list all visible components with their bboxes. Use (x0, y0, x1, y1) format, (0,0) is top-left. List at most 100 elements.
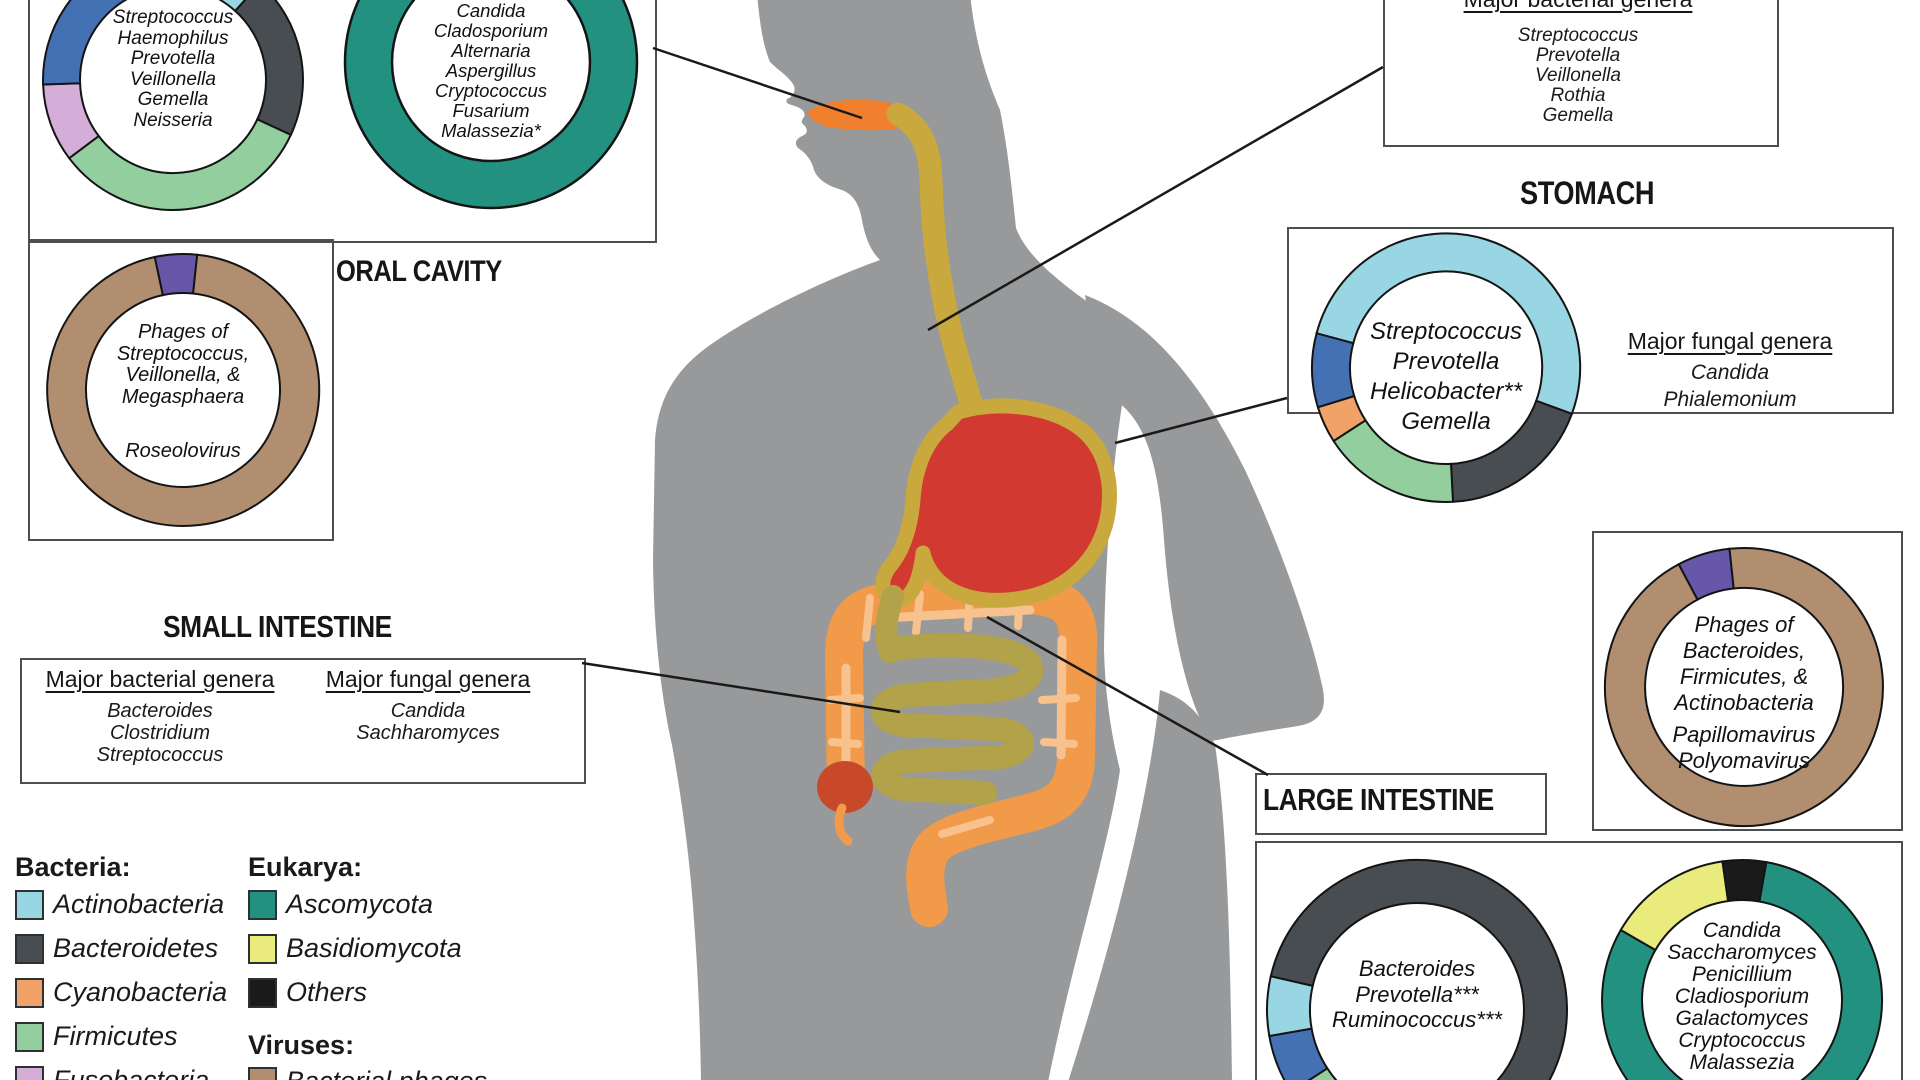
genus-line: Polyomavirus (1677, 748, 1811, 773)
genus-line: Actinobacteria (1674, 690, 1814, 715)
genus-line: Cryptococcus (434, 80, 548, 101)
oral-virus-panel-box (28, 239, 334, 541)
genus-line: Penicillium (1691, 963, 1793, 986)
large-intestine-heading: LARGE INTESTINE (1263, 782, 1494, 817)
legend-label: Actinobacteria (53, 889, 225, 919)
genus-line: Streptococcus (112, 7, 234, 28)
genus-line: Malassezia* (441, 120, 541, 141)
legend-row: Fusobacteria (15, 1065, 227, 1080)
genus-line: Cladiosporium (1674, 985, 1810, 1008)
li-fungi-donut-segment-others (1721, 859, 1768, 903)
genus-line: Prevotella*** (1355, 981, 1479, 1007)
li-fungi-donut (1601, 859, 1884, 1080)
large-intestine-connector-line (986, 615, 1269, 777)
genus-line: Prevotella (1392, 348, 1500, 375)
legend-row: Basidiomycota (248, 933, 462, 964)
genus-line: Gemella (137, 89, 209, 110)
si-bacterial-title: Major bacterial genera (45, 666, 275, 692)
large-intestine-panel-box (1255, 841, 1903, 1080)
bacterial-phages-swatch (248, 1066, 277, 1080)
li-bacteria-donut (1266, 858, 1568, 1080)
legend-label: Bacteroidetes (53, 933, 219, 963)
genus-line: Streptococcus (96, 744, 224, 766)
genus-line: Bacteroides (1358, 956, 1476, 981)
legend-row: Bacteroidetes (15, 933, 227, 964)
genus-line: Veillonella (130, 68, 216, 90)
legend-row: Bacterial phages (248, 1066, 487, 1080)
legend-label: Others (286, 977, 368, 1007)
stomach-fungal-title: Major fungal genera (1627, 328, 1833, 354)
stomach-donut (1311, 232, 1582, 503)
small-intestine-panel-box (20, 658, 586, 784)
oral-bacteria-donut (42, 0, 304, 211)
legend-label: Ascomycota (286, 889, 434, 919)
genus-line: Veillonella (1535, 65, 1621, 86)
genus-line: Gemella (1401, 408, 1491, 435)
genus-line: Sachharomyces (356, 722, 500, 744)
li-bacteria-donut-segment-actinobacteria (1266, 975, 1314, 1038)
legend-row: Actinobacteria (15, 889, 227, 920)
legend-viruses-title: Viruses: (248, 1030, 355, 1060)
genus-line: Candida (456, 0, 526, 21)
others-swatch (248, 977, 277, 1008)
legend-row: Others (248, 977, 462, 1008)
li-virus-donut-segment-bacterial_phages (1603, 547, 1884, 828)
li-virus-donut (1603, 547, 1884, 828)
legend-row: Firmicutes (15, 1021, 227, 1052)
oral-bacteria-donut-segment-proteobacteria (42, 0, 128, 86)
legend-row: Cyanobacteria (15, 977, 227, 1008)
donut-charts (42, 0, 1884, 1080)
si-fungal-title: Major fungal genera (325, 666, 531, 692)
ascomycota-swatch (248, 889, 277, 920)
genus-line: Papillomavirus (1672, 722, 1816, 747)
oral-cavity-panel-box (28, 0, 657, 243)
legend-label: Firmicutes (53, 1021, 178, 1051)
arm-shape (1085, 295, 1324, 741)
oral-connector-line (652, 46, 863, 120)
legend-label: Bacterial phages (286, 1066, 487, 1080)
li-bacteria-donut-segment-firmicutes (1307, 1066, 1338, 1080)
basidiomycota-swatch (248, 933, 277, 964)
oral-virus-text-2: Roseolovirus (73, 440, 293, 463)
genus-line: Megasphaera (121, 385, 245, 408)
stomach-donut-segment-proteobacteria (1311, 332, 1356, 409)
genus-line: Helicobacter** (1369, 378, 1523, 405)
genus-line: Bacteroides, (1682, 638, 1806, 663)
oral-bacteria-donut-segment-actinobacteria (218, 0, 247, 13)
genus-line: Candida (390, 700, 466, 722)
large-intestine-label-box (1255, 773, 1547, 835)
fusobacteria-swatch (15, 1065, 44, 1080)
esophagus-connector-line (927, 65, 1384, 332)
legend-row: Ascomycota (248, 889, 462, 920)
genus-line: Rothia (1550, 85, 1606, 106)
genus-line: Fusarium (452, 100, 530, 121)
genus-line: Aspergillus (445, 60, 537, 81)
genus-line: Phialemonium (1663, 388, 1797, 411)
legend-virus-items: Bacterial phages (248, 1066, 487, 1080)
digestive-tract (808, 99, 1117, 927)
actinobacteria-swatch (15, 889, 44, 920)
genus-line: Streptococcus, (116, 342, 250, 365)
genus-line: Neisseria (133, 109, 213, 131)
bacteroidetes-swatch (15, 933, 44, 964)
genus-line: Phages of (137, 321, 229, 343)
esophagus-bacterial-title: Major bacterial genera (1408, 0, 1748, 13)
oral-virus-donut-segment-bacterial_phages (46, 253, 321, 527)
genus-line: Clostridium (109, 722, 211, 744)
cecum-red (817, 761, 873, 813)
esophagus-panel-box (1383, 0, 1779, 147)
legend-label: Basidiomycota (286, 933, 462, 963)
far-leg-shape (1068, 690, 1232, 1080)
legend-bacteria-title: Bacteria: (15, 852, 131, 882)
stomach-donut-segment-actinobacteria (1315, 232, 1582, 416)
